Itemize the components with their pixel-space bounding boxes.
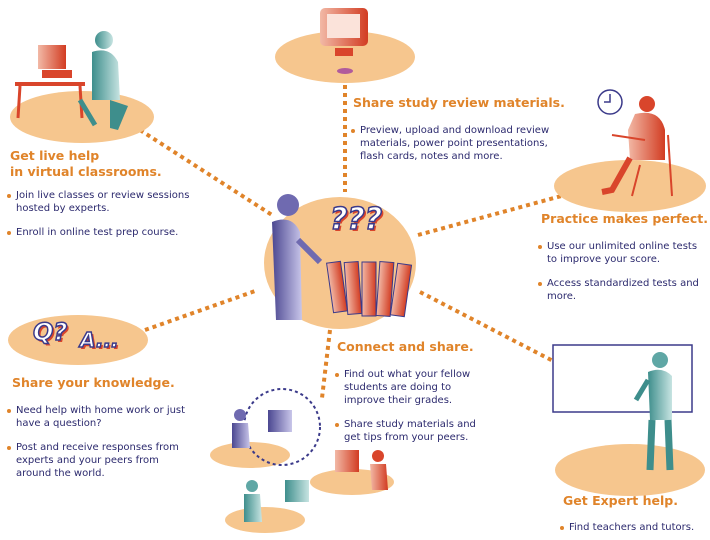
connector-practice [417,193,566,237]
connect-title: Connect and share. [337,339,474,354]
knowledge-bullets: Need help with home work or just have a … [6,404,186,491]
expert-bullets: Find teachers and tutors. [559,521,709,540]
bullet-item: Find out what your fellow students are d… [334,368,489,407]
live-help-title: Get live help in virtual classrooms. [10,148,162,180]
a-badge-icon: A... [79,327,119,353]
computer-monitor-figure [320,8,368,74]
bullet-item: Use our unlimited online tests to improv… [537,240,707,266]
bullet-item: Find teachers and tutors. [559,521,709,534]
bullet-item: Access standardized tests and more. [537,277,707,303]
live-help-bullets: Join live classes or review sessions hos… [6,189,206,250]
live-help-title-line2: in virtual classrooms. [10,164,162,179]
ellipse-expert [555,444,705,496]
bullet-item: Post and receive responses from experts … [6,441,186,480]
ellipse-knowledge [8,315,148,365]
connector-connect [320,329,332,399]
practice-bullets: Use our unlimited online tests to improv… [537,240,707,314]
expert-title: Get Expert help. [563,493,678,508]
connect-bullets: Find out what your fellow students are d… [334,368,489,455]
teacher-at-whiteboard-figure [552,344,693,471]
student-with-books-figure [272,194,413,320]
bullet-item: Enroll in online test prep course. [6,226,206,239]
connector-expert [419,290,556,364]
connector-live-help [138,128,274,217]
practice-title: Practice makes perfect. [541,211,709,226]
student-taking-test-figure [597,89,673,197]
student-at-computer-figure [15,31,128,130]
bullet-item: Share study materials and get tips from … [334,418,489,444]
question-marks-icon: ??? [329,201,383,238]
bullet-item: Preview, upload and download review mate… [350,124,560,163]
share-study-title: Share study review materials. [353,95,565,110]
bullet-item: Join live classes or review sessions hos… [6,189,206,215]
share-study-bullets: Preview, upload and download review mate… [350,124,560,174]
ellipse-practice [554,160,706,212]
bullet-item: Need help with home work or just have a … [6,404,186,430]
connector-knowledge [144,288,259,332]
knowledge-title: Share your knowledge. [12,375,175,390]
ellipse-peer-3 [225,507,305,533]
q-badge-icon: Q? [32,317,68,347]
peers-connecting-figure [232,388,388,522]
connector-lines [138,85,566,399]
ellipse-peer-1 [210,442,290,468]
live-help-title-line1: Get live help [10,148,100,163]
ellipse-share-study [275,31,415,83]
